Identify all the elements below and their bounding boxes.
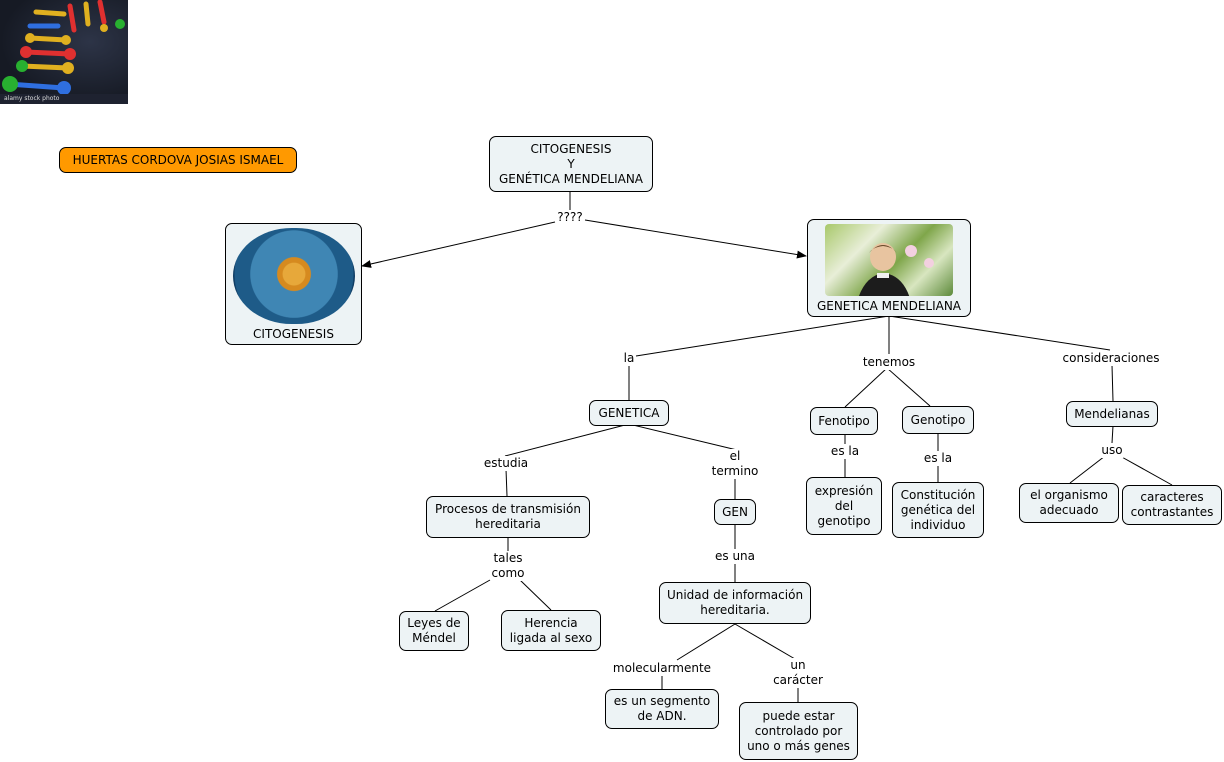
root-node[interactable]: CITOGENESIS Y GENÉTICA MENDELIANA: [489, 136, 653, 192]
line-gm-la: [635, 315, 890, 357]
line-unidad-molecularmente: [676, 623, 736, 661]
line-unidad-uncaracter: [734, 623, 796, 660]
leyes-node[interactable]: Leyes de Méndel: [399, 611, 469, 651]
citogenesis-label: CITOGENESIS: [253, 327, 334, 341]
constitucion-node[interactable]: Constitución genética del individuo: [892, 482, 984, 538]
line-estudia-procesos: [505, 468, 508, 497]
genetica-node[interactable]: GENETICA: [589, 400, 669, 426]
line-gm-consideraciones: [888, 315, 1111, 351]
link-label-el-termino: el termino: [710, 449, 760, 479]
procesos-node[interactable]: Procesos de transmisión hereditaria: [426, 496, 590, 538]
line-genetica-eltermino: [632, 424, 738, 451]
line-uso-caracteres: [1119, 455, 1173, 486]
line-talescomo-herencia: [519, 579, 552, 611]
link-label-consideraciones: consideraciones: [1061, 351, 1161, 366]
line-consideraciones-mendelianas: [1111, 364, 1114, 402]
line-tenemos-fenotipo: [844, 367, 888, 408]
image-caption: alamy stock photo: [0, 94, 128, 104]
genetica-mendeliana-node[interactable]: GENETICA MENDELIANA: [807, 219, 971, 317]
herencia-node[interactable]: Herencia ligada al sexo: [501, 610, 601, 651]
link-label-estudia: estudia: [482, 456, 530, 471]
cell-illustration: [232, 228, 355, 324]
link-label-un-caracter: un carácter: [772, 658, 824, 688]
genetica-mendeliana-label: GENETICA MENDELIANA: [816, 299, 962, 313]
link-label-es-una: es una: [713, 549, 757, 564]
mendel-figure-icon: [858, 243, 934, 296]
link-label-tales-como: tales como: [490, 551, 526, 581]
line-uso-organismo: [1069, 455, 1106, 484]
line-tenemos-genotipo: [886, 367, 931, 407]
link-label-tenemos: tenemos: [861, 355, 917, 370]
link-label-es-la-fenotipo: es la: [829, 444, 861, 459]
dna-helix-image: alamy stock photo: [0, 0, 128, 104]
mendel-with-plants-illustration: [825, 224, 953, 296]
link-label-la: la: [622, 351, 636, 366]
line-mendelianas-uso: [1111, 425, 1114, 444]
controlado-node[interactable]: puede estar controlado por uno o más gen…: [739, 702, 858, 760]
author-node[interactable]: HUERTAS CORDOVA JOSIAS ISMAEL: [59, 147, 297, 173]
link-label-uso: uso: [1100, 443, 1124, 458]
organismo-node[interactable]: el organismo adecuado: [1019, 483, 1119, 523]
unidad-node[interactable]: Unidad de información hereditaria.: [659, 582, 811, 624]
segmento-node[interactable]: es un segmento de ADN.: [605, 689, 719, 729]
gen-node[interactable]: GEN: [714, 499, 756, 525]
link-label-qqqq: ????: [556, 210, 584, 225]
link-label-molecularmente: molecularmente: [611, 661, 713, 676]
dna-helix-icon: [2, 0, 125, 95]
link-label-es-la-genotipo: es la: [922, 451, 954, 466]
mendelianas-node[interactable]: Mendelianas: [1066, 401, 1158, 427]
arrow-to-citogenesis: [361, 221, 556, 268]
expresion-node[interactable]: expresión del genotipo: [806, 477, 882, 535]
caracteres-node[interactable]: caracteres contrastantes: [1122, 485, 1222, 525]
line-genetica-estudia: [504, 424, 626, 457]
genotipo-node[interactable]: Genotipo: [902, 406, 974, 434]
citogenesis-node[interactable]: CITOGENESIS: [225, 223, 362, 345]
arrow-to-genetica-mendeliana: [584, 219, 807, 259]
line-talescomo-leyes: [434, 579, 491, 612]
fenotipo-node[interactable]: Fenotipo: [810, 407, 878, 435]
